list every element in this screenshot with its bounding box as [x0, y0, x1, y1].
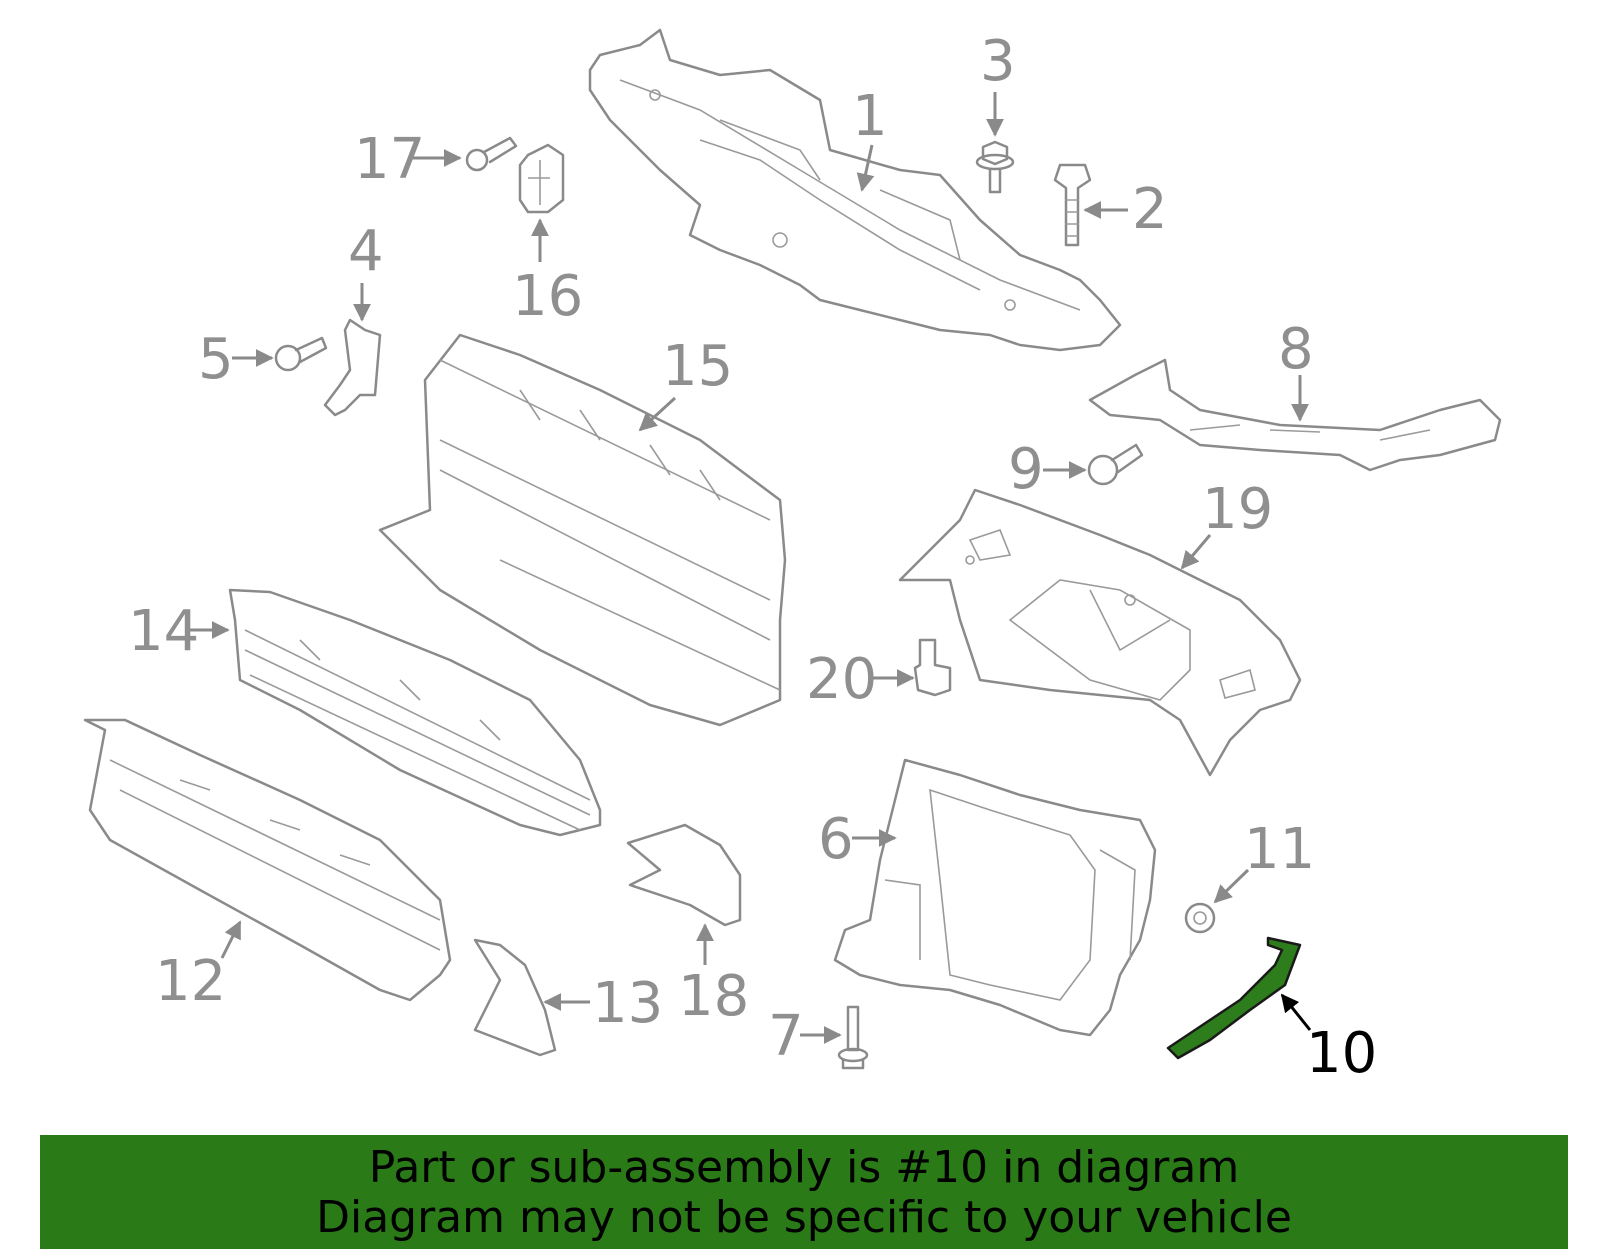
callout-13: 13 — [592, 971, 663, 1036]
callout-1: 1 — [852, 84, 888, 149]
callout-numbers: 1 2 3 4 5 6 7 8 9 10 11 12 13 14 15 16 1… — [128, 29, 1377, 1086]
parts-diagram: 1 2 3 4 5 6 7 8 9 10 11 12 13 14 15 16 1… — [83, 28, 1502, 1086]
part-10-highlighted-bracket — [1166, 936, 1302, 1060]
callout-12: 12 — [155, 949, 226, 1014]
callout-5: 5 — [198, 327, 234, 392]
callout-4: 4 — [348, 219, 384, 284]
part-4-bracket — [323, 318, 382, 417]
callout-18: 18 — [678, 964, 749, 1029]
part-14-shutter — [228, 588, 602, 837]
banner-line-2: Diagram may not be specific to your vehi… — [316, 1192, 1292, 1243]
part-5-bolt — [274, 336, 328, 372]
part-12-grille — [83, 718, 452, 1002]
part-11-nut — [1184, 902, 1216, 934]
callout-2: 2 — [1132, 177, 1168, 242]
callout-6: 6 — [818, 807, 854, 872]
info-banner: Part or sub-assembly is #10 in diagram D… — [40, 1135, 1568, 1249]
part-9-bolt — [1087, 443, 1144, 486]
part-20-pushpin — [913, 638, 952, 697]
callout-11: 11 — [1244, 817, 1315, 882]
callout-7: 7 — [768, 1004, 804, 1069]
part-7-bolt — [837, 1005, 869, 1070]
part-19-shield — [898, 488, 1302, 777]
callout-8: 8 — [1278, 317, 1314, 382]
part-8-bracket — [1088, 358, 1502, 472]
part-2-pin — [1053, 163, 1092, 247]
part-13-deflector — [473, 938, 557, 1057]
part-16-bracket — [518, 143, 565, 214]
callout-3: 3 — [980, 29, 1016, 94]
part-6-radiator-support — [833, 758, 1157, 1037]
banner-line-1: Part or sub-assembly is #10 in diagram — [368, 1142, 1240, 1193]
callout-9: 9 — [1008, 437, 1044, 502]
callout-14: 14 — [128, 599, 199, 664]
callout-15: 15 — [662, 334, 733, 399]
callout-16: 16 — [512, 264, 583, 329]
part-18-air-guide — [626, 823, 742, 927]
callout-20: 20 — [806, 647, 877, 712]
part-3-bolt — [975, 140, 1015, 194]
leader-lines — [185, 92, 1312, 1044]
part-17-bolt — [465, 136, 518, 172]
callout-10: 10 — [1306, 1021, 1377, 1086]
part-1-upper-support — [588, 28, 1122, 352]
callout-19: 19 — [1202, 477, 1273, 542]
callout-17: 17 — [354, 127, 425, 192]
